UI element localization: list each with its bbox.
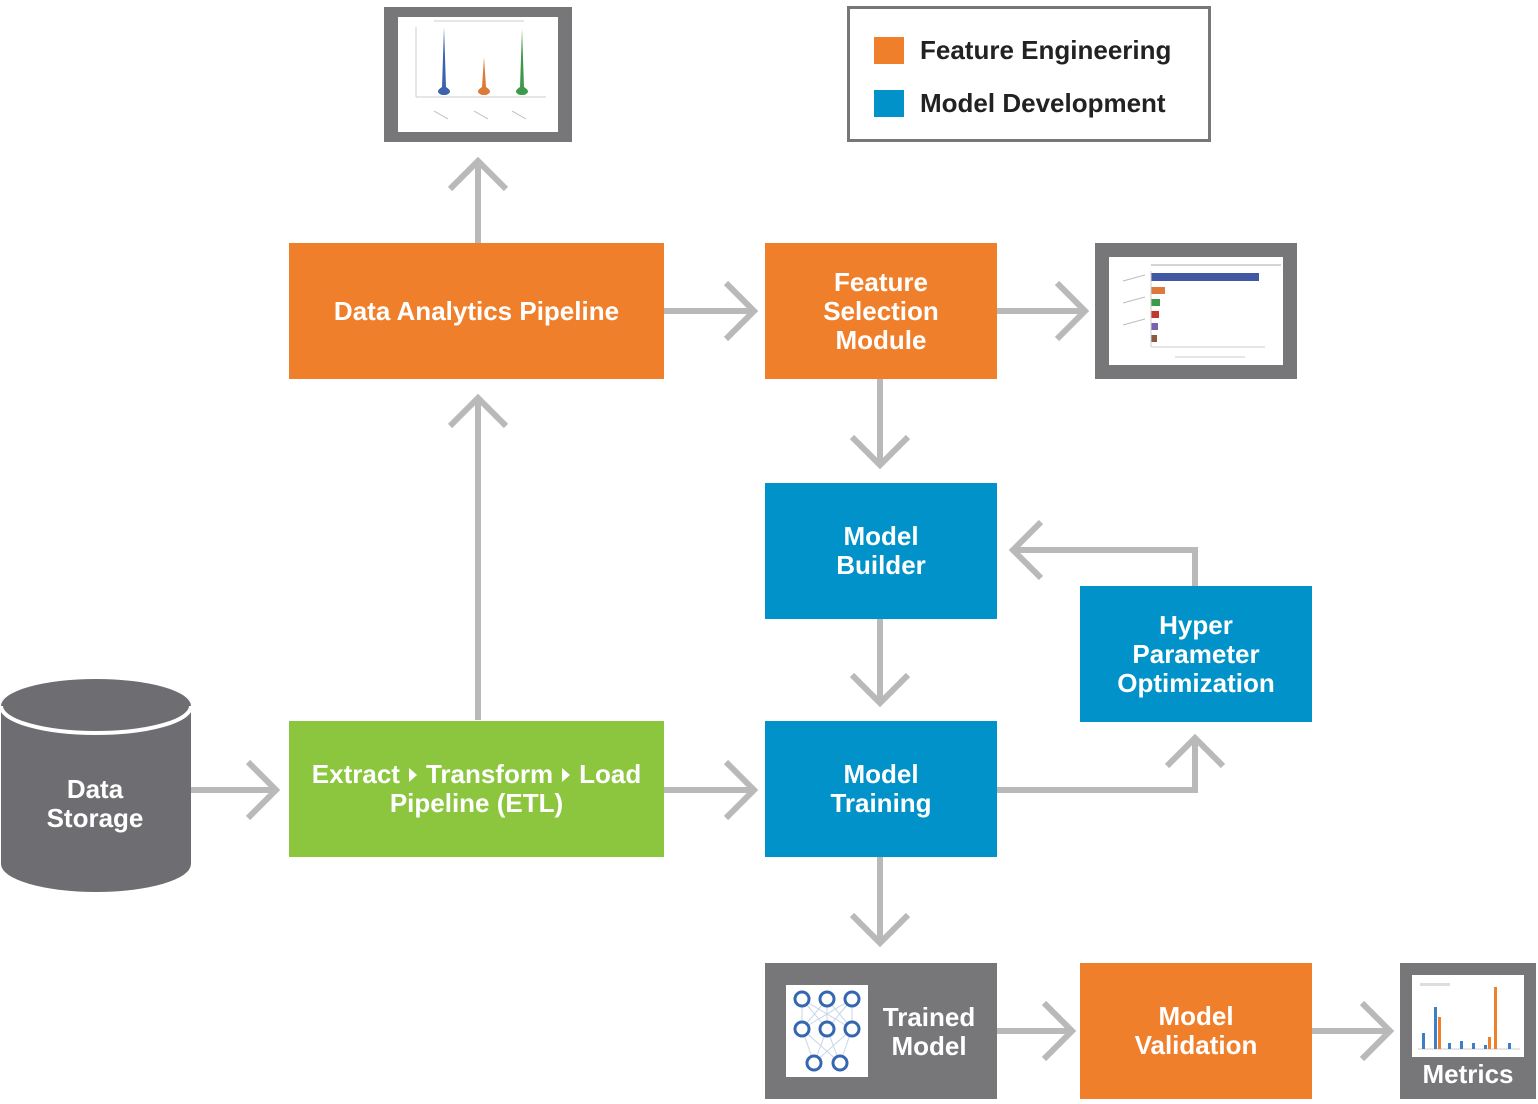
violin-plot-thumbnail xyxy=(384,7,572,142)
node-label-line: Training xyxy=(830,788,932,818)
metrics-label: Metrics xyxy=(1422,1059,1514,1089)
data-analytics-pipeline-node: Data Analytics Pipeline xyxy=(289,243,664,379)
node-label-line: Optimization xyxy=(1117,667,1275,698)
caret-right-icon xyxy=(408,767,417,782)
trained-model-node: Trained Model xyxy=(765,963,997,1099)
etl-step-load: Load xyxy=(579,759,642,789)
metrics-bar-chart-graphic xyxy=(1418,983,1520,1050)
etl-pipeline-node: Extract Transform Load Pipeline (ETL) xyxy=(289,721,664,857)
node-label-line: Model xyxy=(843,759,919,789)
node-label-line: Module xyxy=(835,324,927,355)
metrics-node: Metrics xyxy=(1400,963,1536,1099)
legend-swatch-orange xyxy=(874,37,904,64)
node-label-line: Storage xyxy=(46,803,144,833)
node-label-line: Model xyxy=(891,1031,967,1061)
feature-importance-thumbnail xyxy=(1095,243,1297,379)
node-label-line: Data xyxy=(66,774,124,804)
legend: Feature Engineering Model Development xyxy=(847,6,1211,142)
legend-swatch-blue xyxy=(874,90,904,117)
node-label-line: Data Analytics Pipeline xyxy=(333,295,620,326)
node-label-line: Pipeline (ETL) xyxy=(389,788,564,818)
node-label-line: Parameter xyxy=(1132,638,1260,669)
node-label-line: Model xyxy=(843,521,919,551)
model-validation-node: Model Validation xyxy=(1080,963,1312,1099)
legend-item-feature-engineering: Feature Engineering xyxy=(874,35,1171,66)
database-cylinder-icon xyxy=(0,679,192,892)
caret-right-icon xyxy=(562,767,571,782)
etl-step-transform: Transform xyxy=(425,759,554,789)
node-label-line: Feature xyxy=(834,266,928,297)
node-label-line: Builder xyxy=(836,550,926,580)
model-training-node: Model Training xyxy=(765,721,997,857)
hyper-parameter-optimization-node: Hyper Parameter Optimization xyxy=(1080,586,1312,722)
feature-importance-graphic xyxy=(1122,264,1281,358)
legend-item-model-development: Model Development xyxy=(874,88,1166,119)
model-builder-node: Model Builder xyxy=(765,483,997,619)
legend-label: Model Development xyxy=(920,88,1166,118)
node-label-line: Hyper xyxy=(1159,609,1233,640)
etl-steps: Extract Transform Load xyxy=(312,760,641,789)
etl-step-extract: Extract xyxy=(311,759,400,789)
node-label-line: Validation xyxy=(1134,1030,1258,1060)
node-label-line: Trained xyxy=(882,1002,976,1032)
node-label-line: Model xyxy=(1158,1001,1234,1031)
violin-plot-graphic xyxy=(415,20,546,120)
data-storage-label: Data Storage xyxy=(0,775,190,833)
feature-selection-module-node: Feature Selection Module xyxy=(765,243,997,379)
node-label-line: Selection xyxy=(823,295,939,326)
legend-label: Feature Engineering xyxy=(920,35,1172,65)
neural-network-icon xyxy=(786,985,868,1077)
